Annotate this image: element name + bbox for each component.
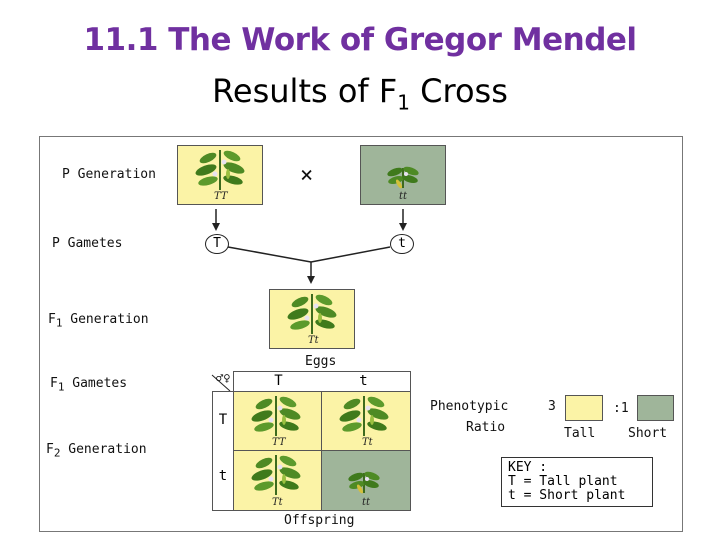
- tall-plant-icon: [270, 290, 354, 336]
- p-generation-label: P Generation: [62, 167, 156, 182]
- punnett-cell: tt: [321, 450, 411, 511]
- p-tall-genotype: TT: [214, 191, 228, 202]
- short-plant-icon: [361, 146, 445, 192]
- eggs-label: Eggs: [305, 354, 336, 369]
- punnett-cell-genotype: TT: [272, 437, 286, 448]
- ratio-tall-swatch: [565, 395, 603, 421]
- tall-plant-icon: [234, 451, 321, 497]
- punnett-cell: Tt: [233, 450, 322, 511]
- key-line-short: t = Short plant: [508, 489, 646, 503]
- cross-symbol: ×: [300, 163, 313, 188]
- short-plant-icon: [322, 451, 410, 497]
- punnett-col-header: T: [236, 373, 321, 389]
- ratio-tall-label: Tall: [564, 426, 595, 441]
- f1-generation-word: Generation: [70, 312, 148, 327]
- key-box: KEY : T = Tall plant t = Short plant: [501, 457, 653, 507]
- offspring-label: Offspring: [284, 513, 354, 528]
- p-short-plant-box: tt: [360, 145, 446, 205]
- p-short-genotype: tt: [399, 191, 407, 202]
- punnett-row-header: T: [214, 412, 232, 428]
- ratio-label-line1: Phenotypic: [430, 399, 508, 414]
- punnett-row-header-column: [212, 391, 235, 511]
- punnett-col-header: t: [321, 373, 406, 389]
- punnett-row-header: t: [214, 468, 232, 484]
- ratio-tall-value: 3: [548, 399, 556, 414]
- f1-generation-sub: 1: [56, 317, 63, 330]
- f1-generation-prefix: F: [48, 312, 56, 327]
- tall-plant-icon: [234, 392, 321, 438]
- p-gamete-right: t: [390, 234, 414, 254]
- ratio-label-line2: Ratio: [466, 420, 505, 435]
- p-gamete-left: T: [205, 234, 229, 254]
- f1-gametes-word: Gametes: [72, 376, 127, 391]
- punnett-cell-genotype: Tt: [362, 437, 373, 448]
- key-line-tall: T = Tall plant: [508, 475, 646, 489]
- f2-generation-sub: 2: [54, 447, 61, 460]
- diagram-frame: P Generation P Gametes F1 Generation F1 …: [39, 136, 683, 532]
- sex-symbols: ♂♀: [216, 371, 230, 385]
- punnett-cell-genotype: tt: [362, 497, 370, 508]
- f1-generation-label: F1 Generation: [48, 312, 149, 330]
- f1-gametes-label: F1 Gametes: [50, 376, 127, 394]
- f2-generation-word: Generation: [68, 442, 146, 457]
- slide-subtitle: Results of F1 Cross: [0, 72, 720, 114]
- punnett-cell: Tt: [321, 391, 411, 451]
- subtitle-tail: Cross: [410, 72, 508, 110]
- punnett-cell: TT: [233, 391, 322, 451]
- ratio-short-label: Short: [628, 426, 667, 441]
- subtitle-subscript: 1: [397, 90, 410, 114]
- punnett-cell-genotype: Tt: [272, 497, 283, 508]
- f1-genotype: Tt: [308, 335, 319, 346]
- slide-title: 11.1 The Work of Gregor Mendel: [0, 22, 720, 58]
- tall-plant-icon: [322, 392, 410, 438]
- f2-generation-prefix: F: [46, 442, 54, 457]
- f1-gametes-prefix: F: [50, 376, 58, 391]
- p-tall-plant-box: TT: [177, 145, 263, 205]
- tall-plant-icon: [178, 146, 262, 192]
- ratio-short-value: :1: [613, 401, 629, 416]
- key-title: KEY :: [508, 461, 646, 475]
- subtitle-text: Results of F: [212, 72, 397, 110]
- ratio-short-swatch: [637, 395, 674, 421]
- p-gametes-label: P Gametes: [52, 236, 122, 251]
- f2-generation-label: F2 Generation: [46, 442, 147, 460]
- f1-plant-box: Tt: [269, 289, 355, 349]
- f1-gametes-sub: 1: [58, 381, 65, 394]
